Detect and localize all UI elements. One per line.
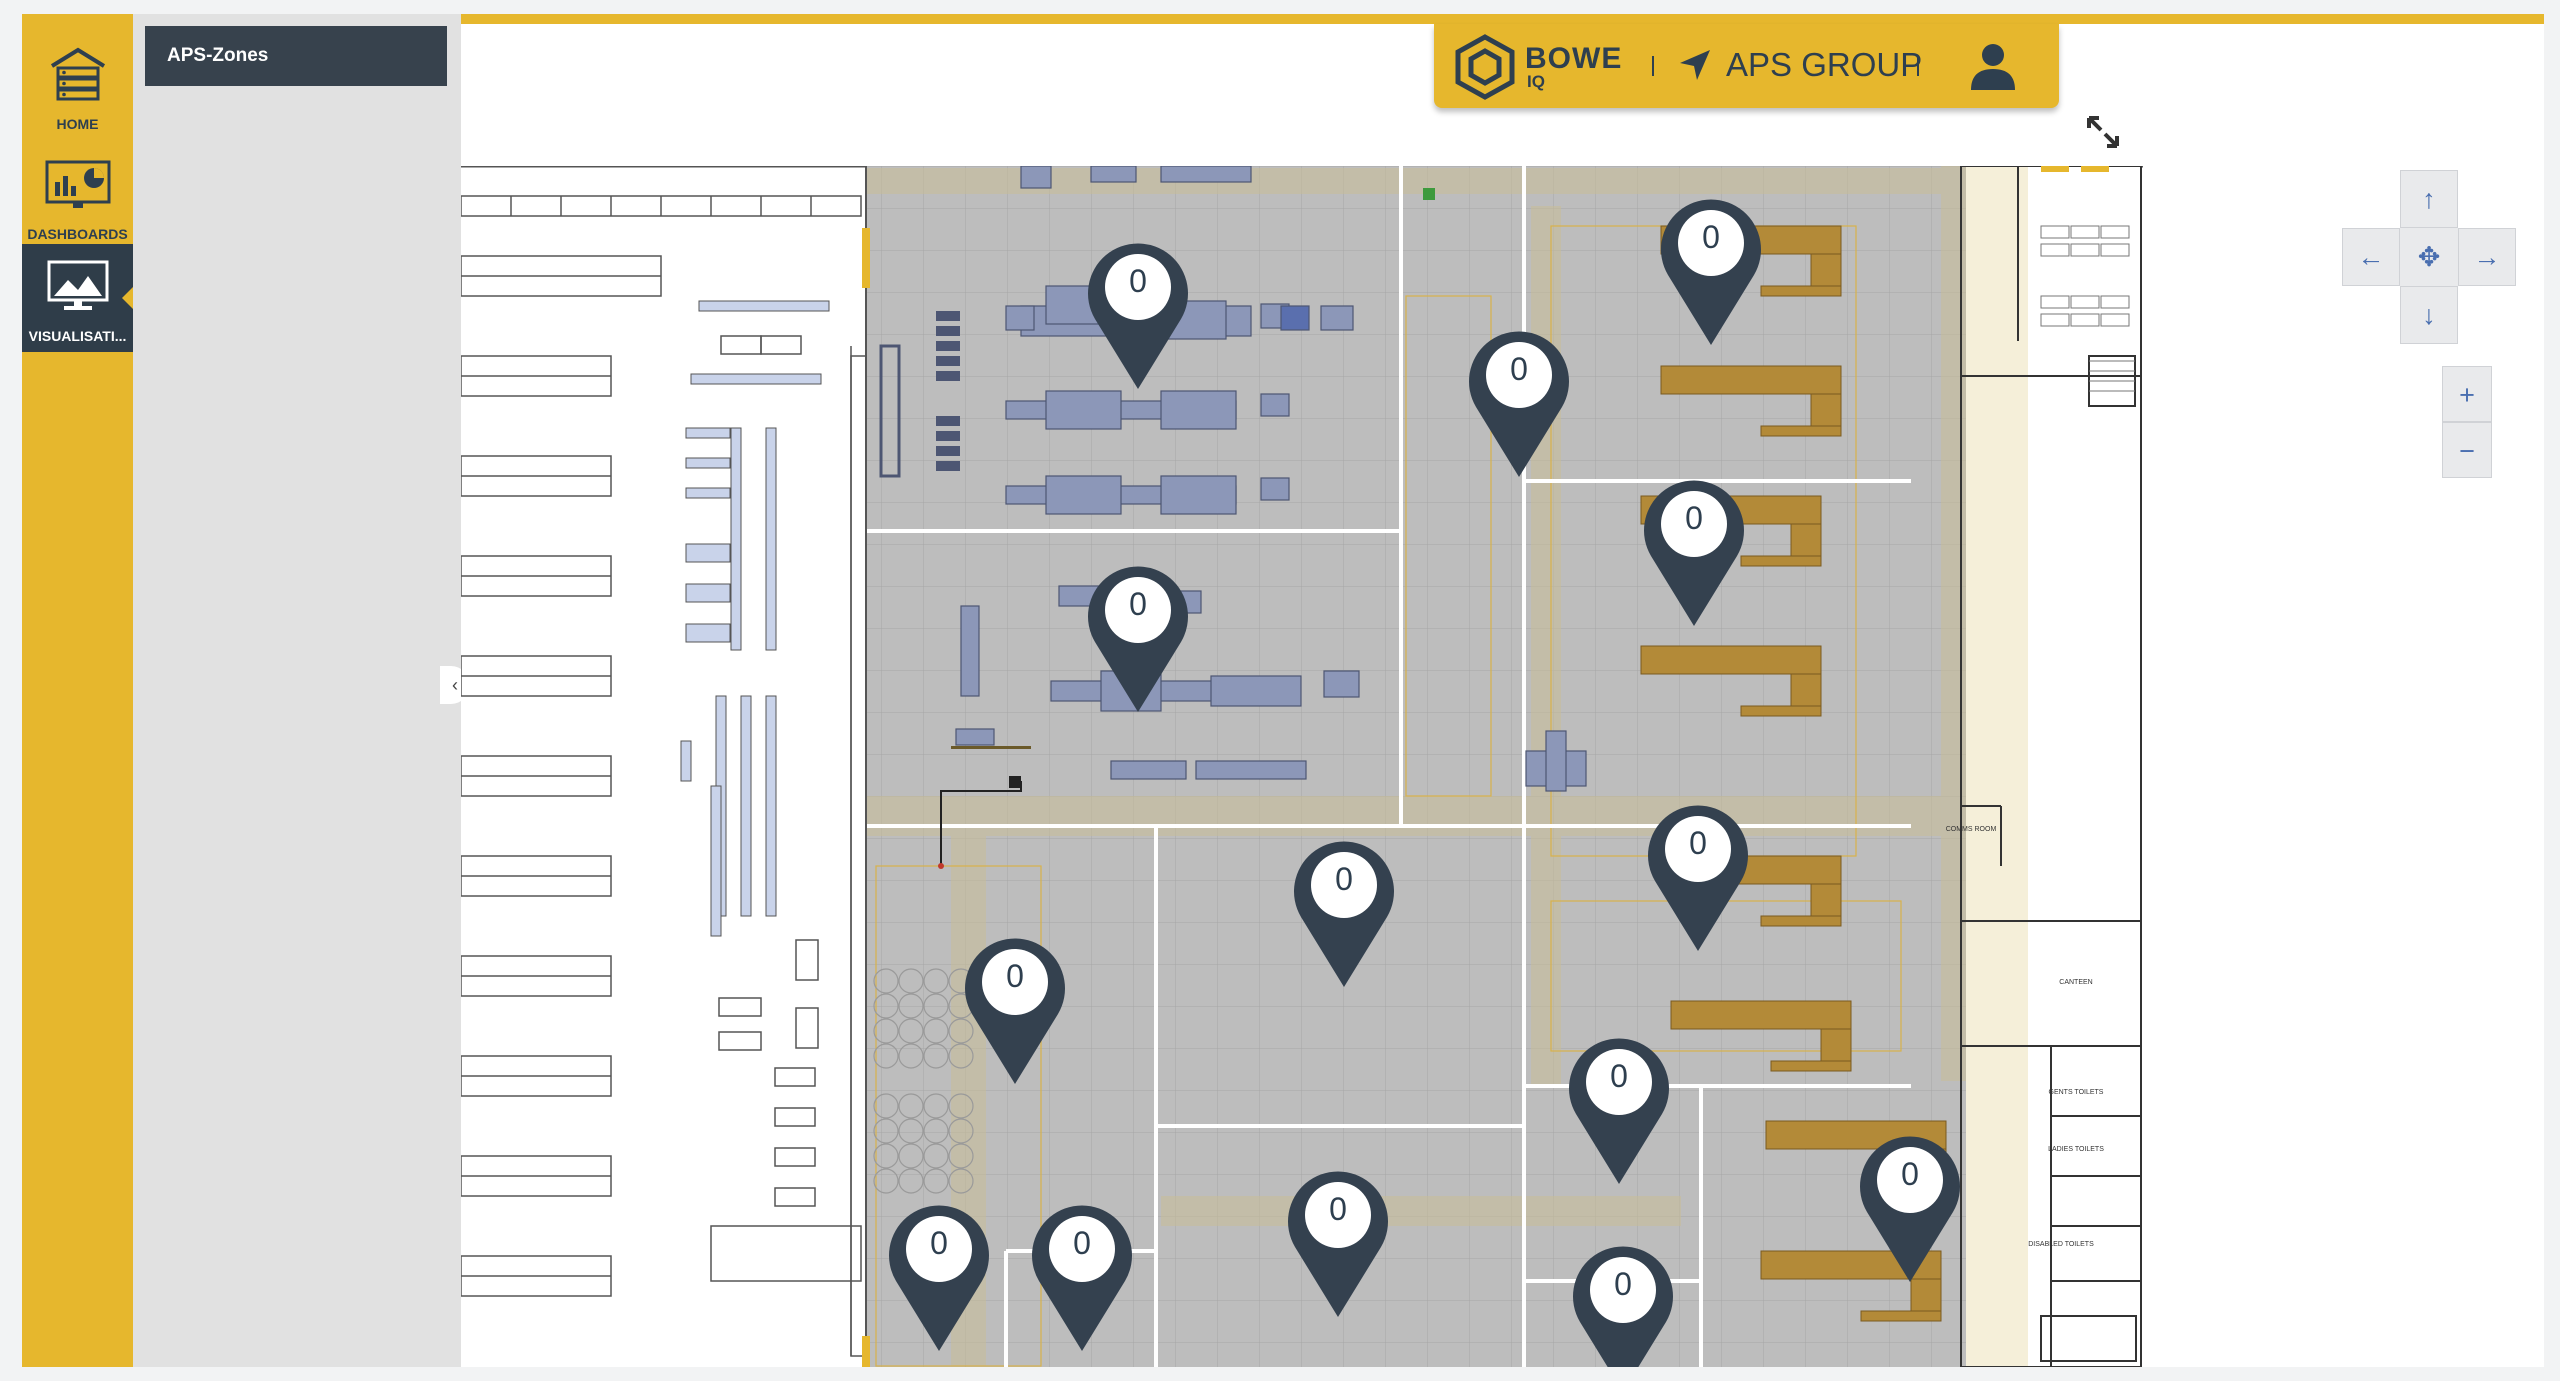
floor-plan: COMMS ROOM CANTEEN GENTS TOILETS LADIES …	[461, 166, 2143, 1367]
server-stack-icon	[50, 47, 105, 101]
room-label-disabled: DISABLED TOILETS	[2028, 1241, 2094, 1248]
pan-left-button[interactable]: ←	[2342, 228, 2400, 286]
pan-center-button[interactable]: ✥	[2400, 228, 2458, 286]
dashboard-chart-icon	[45, 160, 110, 208]
pan-up-button[interactable]: ↑	[2400, 170, 2458, 228]
map-viewport[interactable]: BOWE IQ APS GROUP ↑ ✥ ← → ↓ + −	[461, 14, 2544, 1367]
nav-dashboards-label: DASHBOARDS	[27, 226, 128, 242]
visualisation-monitor-icon	[47, 260, 108, 310]
pan-right-button[interactable]: →	[2458, 228, 2516, 286]
location-arrow-icon	[1680, 50, 1710, 80]
brand-sub: IQ	[1527, 72, 1545, 91]
nav-item-home[interactable]: HOME	[22, 32, 133, 140]
nav-home-label: HOME	[56, 116, 99, 132]
room-label-canteen: CANTEEN	[2059, 979, 2092, 986]
nav-visualisation-label: VISUALISATI...	[28, 328, 127, 344]
zones-panel: APS-Zones	[133, 14, 461, 1367]
group-name[interactable]: APS GROUP	[1726, 46, 1923, 83]
room-label-gents: GENTS TOILETS	[2049, 1089, 2104, 1096]
panel-title[interactable]: APS-Zones	[145, 26, 447, 86]
divider	[1917, 56, 1919, 76]
top-accent-stripe	[461, 14, 2544, 24]
bowe-hexagon-logo-icon	[1455, 34, 1515, 100]
fullscreen-icon[interactable]	[2081, 110, 2125, 154]
pan-down-button[interactable]: ↓	[2400, 286, 2458, 344]
user-icon[interactable]	[1969, 42, 2017, 92]
brand-header: BOWE IQ APS GROUP	[1434, 24, 2059, 108]
left-navigation: HOME DASHBOARDS VISUALISATI...	[22, 14, 134, 1367]
room-label-ladies: LADIES TOILETS	[2048, 1146, 2104, 1153]
zoom-in-button[interactable]: +	[2442, 366, 2492, 422]
room-label-comms: COMMS ROOM	[1946, 826, 1997, 833]
zoom-out-button[interactable]: −	[2442, 422, 2492, 478]
brand-name: BOWE	[1525, 42, 1623, 75]
divider	[1652, 56, 1654, 76]
nav-item-dashboards[interactable]: DASHBOARDS	[22, 142, 133, 250]
nav-item-visualisation[interactable]: VISUALISATI...	[22, 244, 134, 352]
